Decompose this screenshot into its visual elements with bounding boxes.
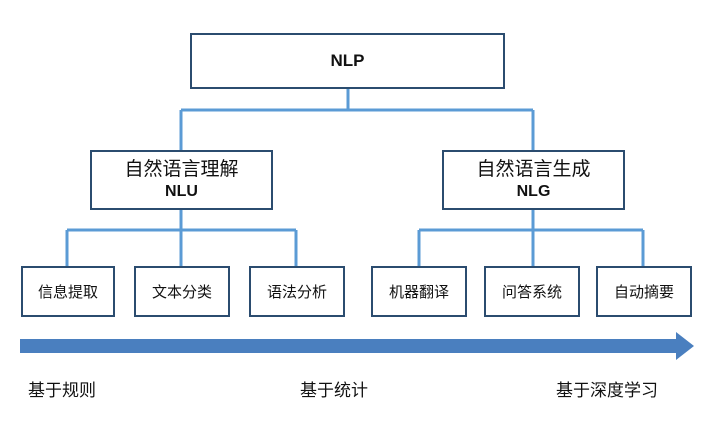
leaf-node-auto-summarization: 自动摘要 [596, 266, 692, 317]
leaf-node-information-extraction: 信息提取 [21, 266, 115, 317]
branch-nlg-english-label: NLG [516, 183, 551, 200]
timeline-label-rule-based: 基于规则 [28, 381, 96, 401]
leaf-node-question-answering: 问答系统 [484, 266, 580, 317]
timeline-arrow-head [676, 332, 694, 360]
timeline-label-deep-learning-based: 基于深度学习 [556, 381, 658, 401]
branch-nlu-chinese-label: 自然语言理解 [124, 158, 239, 180]
branch-node-nlu: 自然语言理解 NLU [90, 150, 273, 210]
leaf-label: 自动摘要 [613, 283, 674, 301]
leaf-label: 信息提取 [37, 283, 98, 301]
leaf-node-text-classification: 文本分类 [134, 266, 230, 317]
branch-nlg-chinese-label: 自然语言生成 [476, 158, 591, 180]
leaf-node-syntax-analysis: 语法分析 [249, 266, 345, 317]
root-node-box: NLP [190, 33, 505, 89]
branch-nlu-english-label: NLU [165, 183, 198, 200]
timeline-label-statistics-based: 基于统计 [300, 381, 368, 401]
leaf-label: 文本分类 [151, 283, 212, 301]
leaf-label: 问答系统 [501, 283, 562, 301]
root-node-label: NLP [330, 51, 365, 70]
leaf-label: 语法分析 [266, 283, 327, 301]
leaf-label: 机器翻译 [388, 283, 449, 301]
leaf-node-machine-translation: 机器翻译 [371, 266, 467, 317]
timeline-arrow-shaft [20, 339, 678, 353]
branch-node-nlg: 自然语言生成 NLG [442, 150, 625, 210]
